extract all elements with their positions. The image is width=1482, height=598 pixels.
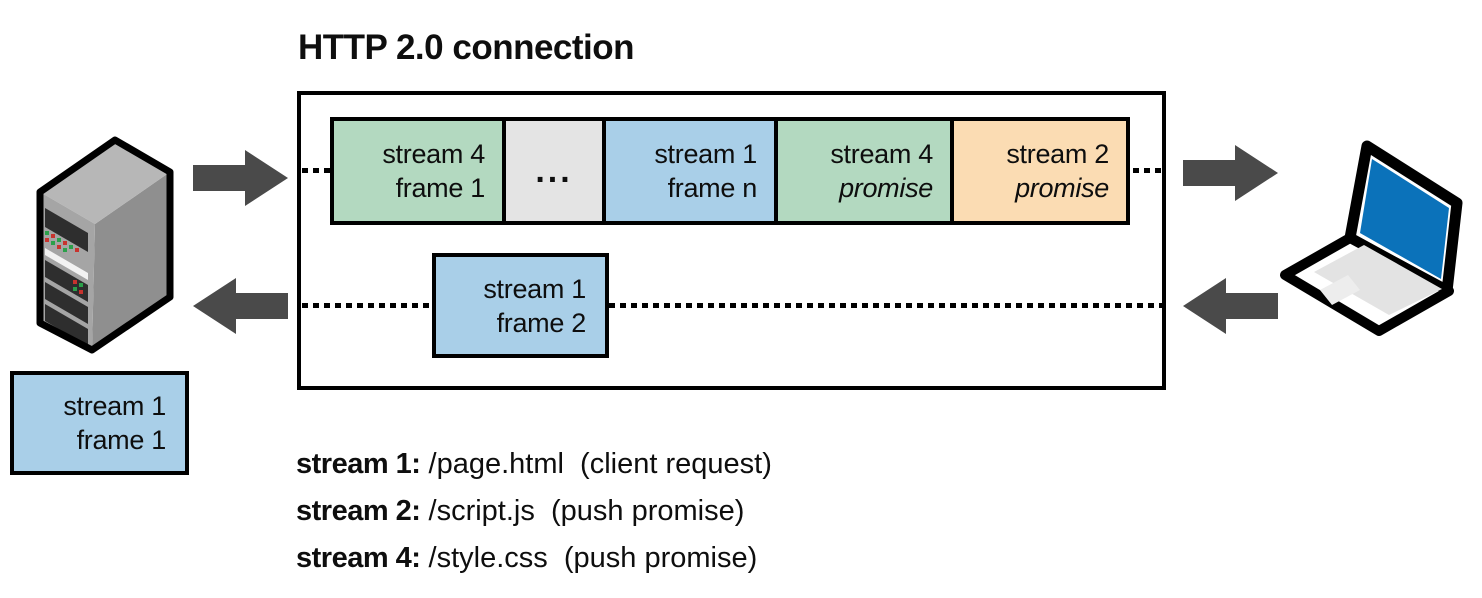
- arrow-left-shape: [193, 278, 288, 334]
- laptop-keyboard: [1314, 245, 1442, 315]
- frame-stream4-frame1: stream 4 frame 1: [330, 117, 506, 225]
- legend-stream1-value: /page.html (client request): [420, 448, 772, 480]
- frame-stream4-promise: stream 4 promise: [774, 117, 954, 225]
- frame-stream1-frame-n: stream 1 frame n: [602, 117, 778, 225]
- legend-item-stream1: stream 1: /page.html (client request): [296, 441, 772, 488]
- frame-label-line1: stream 1: [63, 391, 166, 421]
- legend-stream4-value: /style.css (push promise): [420, 542, 758, 574]
- frame-stream1-frame1-server-side: stream 1 frame 1: [10, 371, 189, 475]
- legend-item-stream4: stream 4: /style.css (push promise): [296, 535, 772, 582]
- frame-label-line1: stream 4: [830, 139, 933, 169]
- arrow-right-icon: [193, 150, 288, 206]
- dotted-flow-line-bottom-left: [302, 303, 432, 308]
- frame-stream1-frame2: stream 1 frame 2: [432, 253, 609, 358]
- frame-label-line2: frame 2: [496, 307, 587, 338]
- server-drive-slots: [45, 208, 88, 346]
- frame-label-line1: stream 2: [1006, 139, 1109, 169]
- legend-stream2-value: /script.js (push promise): [420, 495, 745, 527]
- frame-label-line1: stream 1: [483, 273, 586, 304]
- laptop-screen: [1360, 159, 1449, 279]
- legend-item-stream2: stream 2: /script.js (push promise): [296, 488, 772, 535]
- arrow-left-shape: [1183, 278, 1278, 334]
- laptop-trackpad: [1320, 275, 1360, 305]
- server-top-face: [40, 140, 170, 224]
- laptop-icon: [1280, 140, 1463, 336]
- dotted-flow-line-bottom-right: [609, 303, 1163, 308]
- stream-legend: stream 1: /page.html (client request) st…: [296, 441, 772, 582]
- arrow-right-shape: [193, 150, 288, 206]
- arrow-right-shape: [1183, 145, 1278, 201]
- arrow-left-icon: [193, 278, 288, 334]
- dotted-flow-line-top-right: [1133, 168, 1163, 173]
- request-frames-row: stream 4 frame 1 ... stream 1 frame n st…: [330, 117, 1130, 225]
- server-white-strip: [45, 248, 88, 280]
- server-side-face: [92, 172, 170, 350]
- frame-label-line2: promise: [839, 173, 933, 203]
- frame-label-line2: promise: [1015, 173, 1109, 203]
- server-outline: [36, 136, 174, 354]
- legend-stream4-label: stream 4:: [296, 542, 421, 574]
- frame-label-line2: frame 1: [76, 425, 167, 455]
- frame-label-line2: frame n: [667, 173, 758, 203]
- frame-label-line1: stream 4: [382, 139, 485, 169]
- dotted-flow-line-top-left: [302, 168, 330, 173]
- frame-label-line1: stream 1: [654, 139, 757, 169]
- frame-stream2-promise: stream 2 promise: [950, 117, 1130, 225]
- frame-label-line2: frame 1: [395, 173, 486, 203]
- frame-ellipsis: ...: [502, 117, 606, 225]
- arrow-left-icon: [1183, 278, 1278, 334]
- legend-stream2-label: stream 2:: [296, 495, 421, 527]
- diagram-title: HTTP 2.0 connection: [298, 28, 635, 67]
- server-icon: [36, 136, 174, 354]
- ellipsis-label: ...: [535, 152, 573, 190]
- server-led-lights: [45, 231, 83, 294]
- legend-stream1-label: stream 1:: [296, 448, 421, 480]
- arrow-right-icon: [1183, 145, 1278, 201]
